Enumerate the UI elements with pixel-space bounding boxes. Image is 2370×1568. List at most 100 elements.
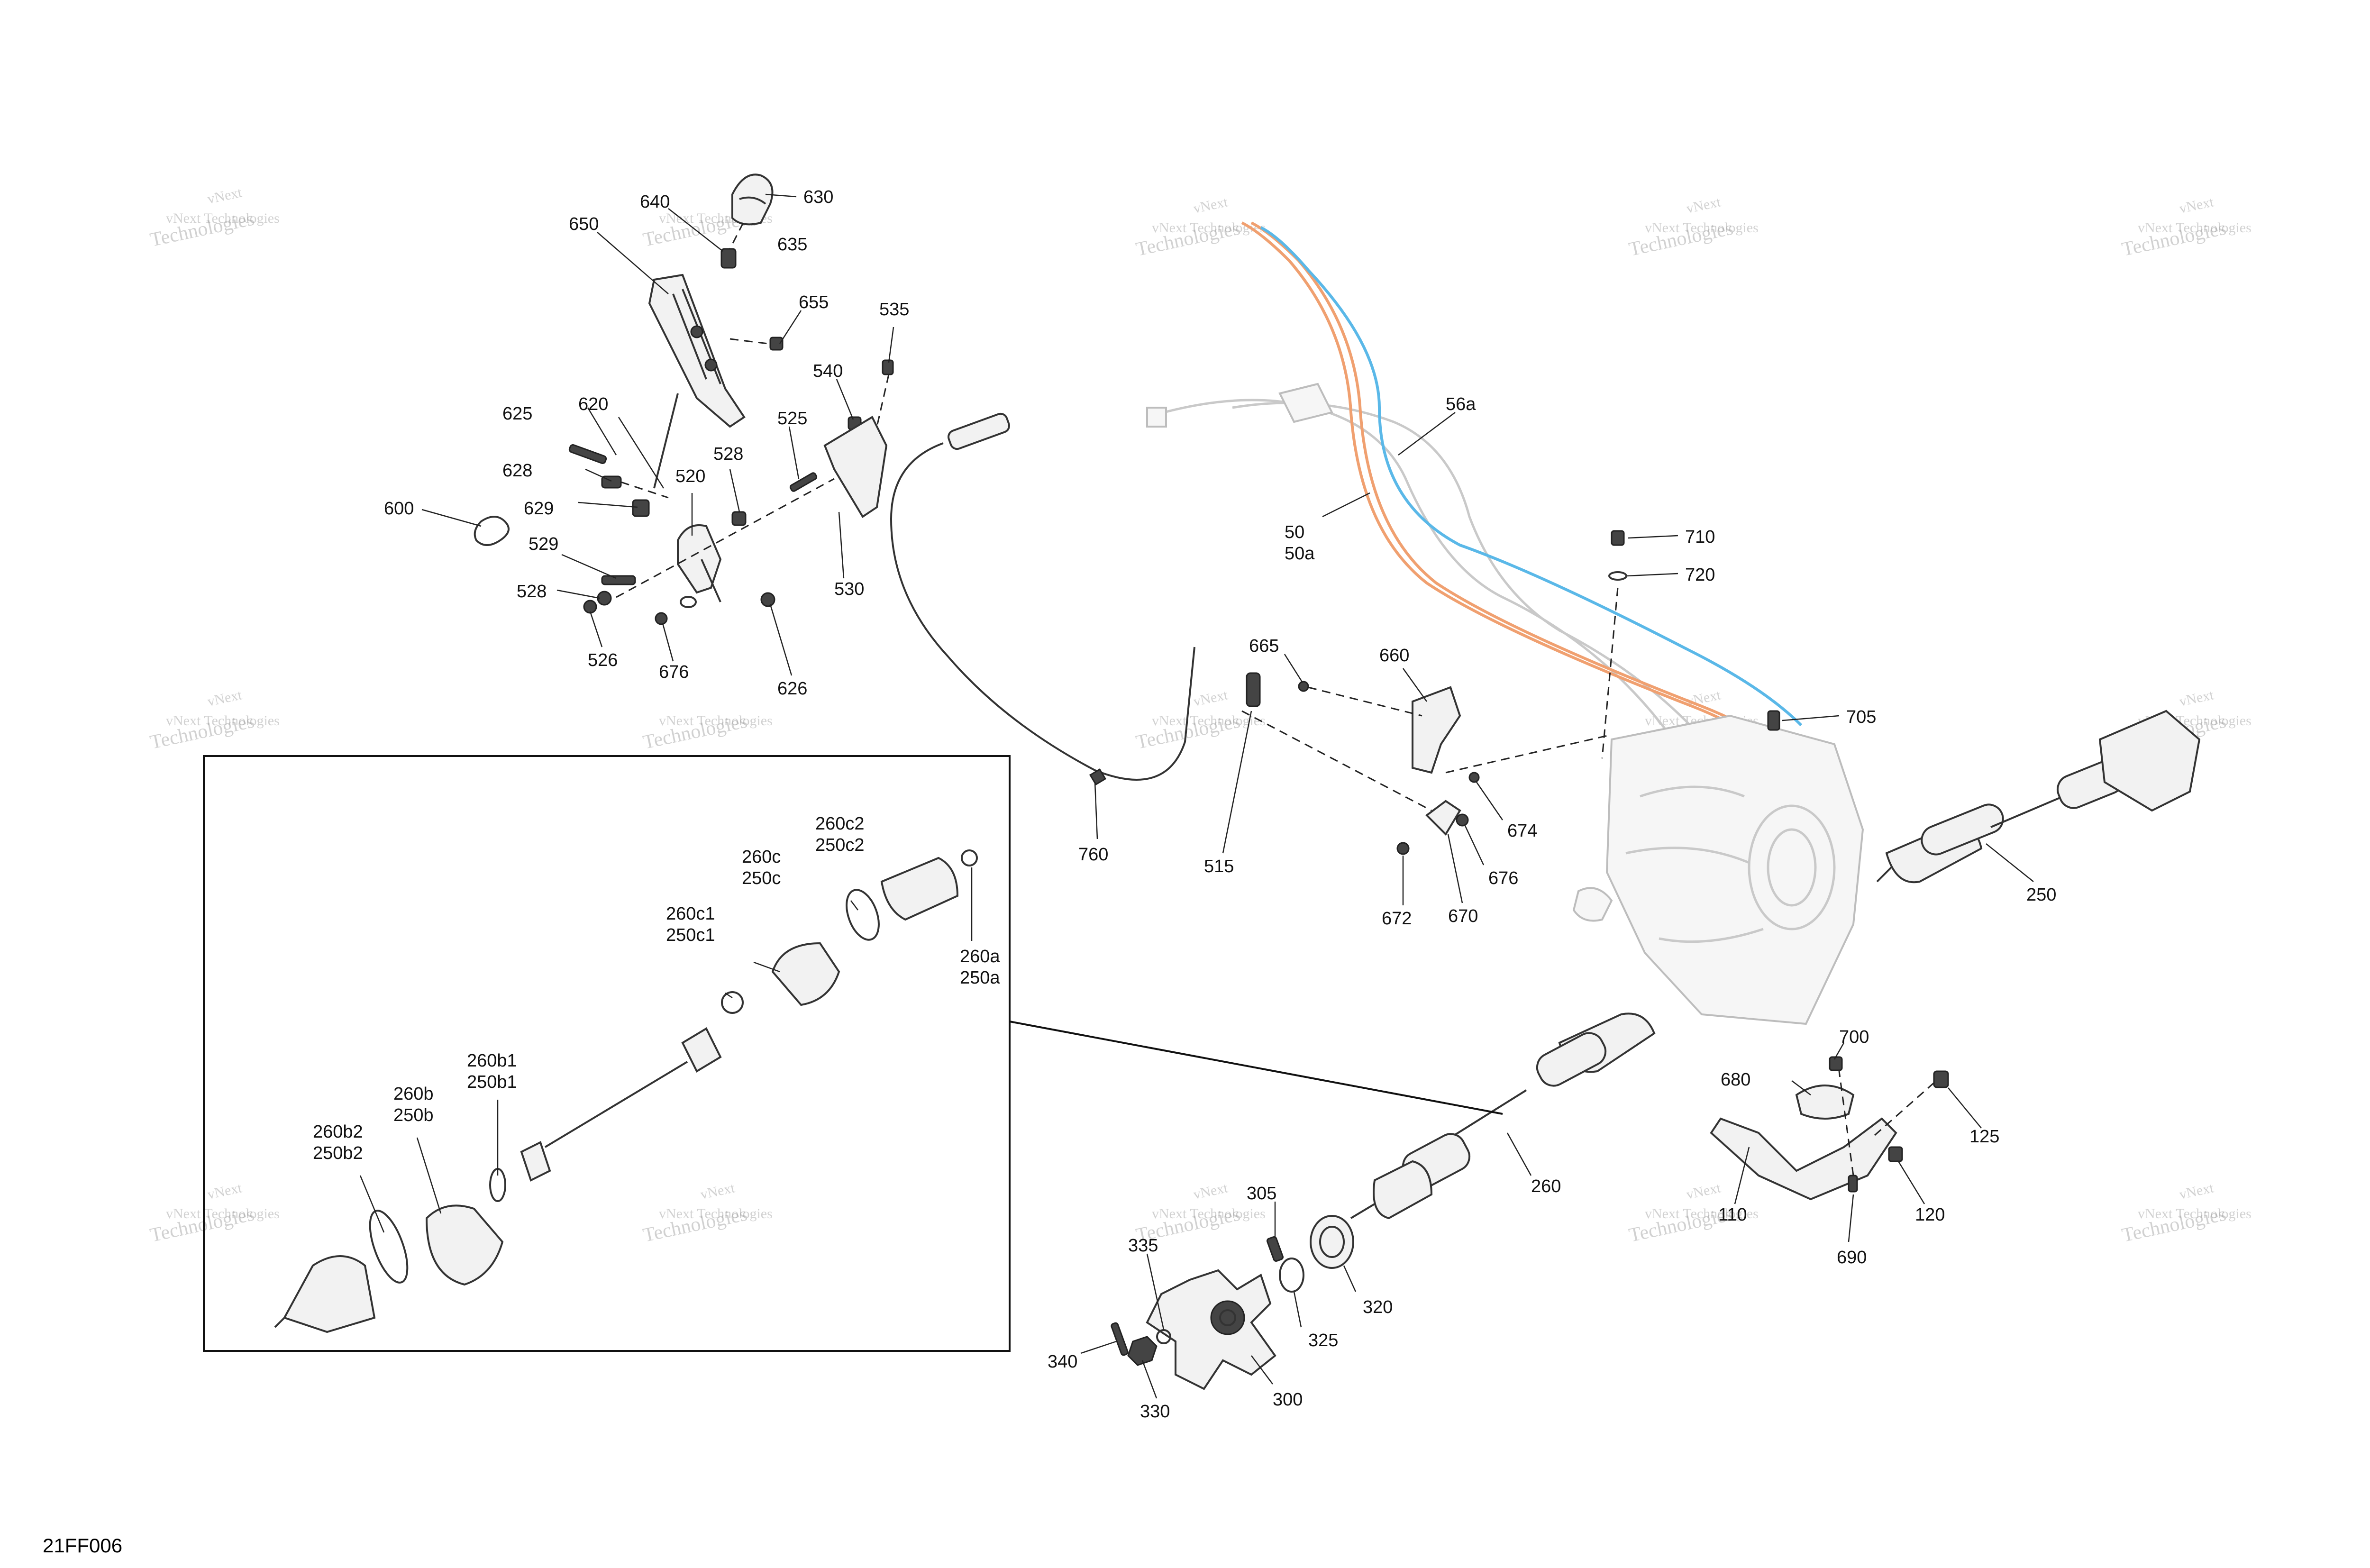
harness-orange <box>1241 221 1826 802</box>
shift-cable <box>890 412 1261 786</box>
shifter-housing <box>648 273 746 428</box>
circlip <box>1279 1258 1304 1293</box>
cv-joint-outer <box>1373 1160 1433 1220</box>
watermark-text: vNext <box>1192 687 1230 710</box>
hub-center <box>1210 1300 1245 1335</box>
mount-680 <box>1795 1085 1855 1120</box>
callout-625: 625 <box>502 404 532 424</box>
callout-760: 760 <box>1078 845 1108 865</box>
watermark-text: vNext <box>2178 194 2215 217</box>
washer <box>680 596 697 608</box>
callout-340: 340 <box>1048 1352 1077 1372</box>
shift-cable-line <box>890 442 1195 781</box>
callout-labels: 630 640 635 650 655 535 540 625 620 525 … <box>313 187 2056 1422</box>
watermark-text: vNext Technologies <box>2138 1206 2252 1222</box>
watermark-text: vNext Technologies <box>1152 1206 1266 1222</box>
callout-700: 700 <box>1839 1027 1869 1047</box>
wheel-hub <box>1146 1269 1276 1390</box>
watermark-text: vNext <box>1685 194 1723 217</box>
callout-250b1: 250b1 <box>467 1072 517 1092</box>
callout-515: 515 <box>1204 857 1234 876</box>
watermark-text: vNext Technologies <box>166 713 280 729</box>
callout-330: 330 <box>1140 1402 1170 1422</box>
callout-528: 528 <box>713 444 743 464</box>
callout-629: 629 <box>524 499 554 519</box>
assembly-line <box>616 478 835 598</box>
callout-520: 520 <box>675 466 705 486</box>
shaft <box>1449 1089 1527 1139</box>
inset-frame <box>203 755 1011 1352</box>
nut <box>1829 1056 1843 1071</box>
callout-50: 50 <box>1285 522 1304 542</box>
bolt <box>1767 710 1780 731</box>
callout-720: 720 <box>1685 565 1715 585</box>
callout-260b: 260b <box>393 1084 434 1104</box>
assembly-line <box>1838 1071 1854 1176</box>
callout-250b: 250b <box>393 1105 434 1125</box>
callout-650: 650 <box>569 214 599 234</box>
assembly-line <box>1241 710 1432 811</box>
watermark-text: vNext <box>1192 194 1230 217</box>
shaft <box>544 1061 688 1148</box>
cv-boot <box>1536 1032 1607 1087</box>
watermark-text: vNext <box>2178 1180 2215 1203</box>
shift-knob-detail <box>739 196 766 205</box>
wheel-hub-right <box>2098 710 2201 812</box>
callout-676: 676 <box>1488 868 1518 888</box>
watermark-text: vNext Technologies <box>166 1206 280 1222</box>
bolt <box>1933 1070 1949 1088</box>
watermark-text: vNext Technologies <box>1152 220 1266 236</box>
bolt <box>568 444 607 465</box>
watermark-text: vNext <box>206 687 244 710</box>
circlip <box>961 849 978 866</box>
nut <box>760 592 775 607</box>
housing-hole <box>704 358 718 372</box>
tripod-joint <box>520 1141 551 1182</box>
stud <box>1266 1236 1284 1262</box>
watermark-text: vNext Technologies <box>2138 220 2252 236</box>
inset-connector <box>1009 1021 1503 1115</box>
watermark: vNext vNext Technologies Technologies <box>148 687 280 754</box>
callout-600: 600 <box>384 499 414 519</box>
support-bracket <box>1710 1056 1949 1201</box>
bolt <box>1848 1175 1858 1193</box>
callout-655: 655 <box>799 292 829 312</box>
assembly-line <box>729 222 744 249</box>
washer <box>597 591 612 606</box>
assembly-line <box>1308 686 1422 717</box>
cable-end-fitting <box>948 412 1010 450</box>
callout-300: 300 <box>1273 1390 1303 1410</box>
cv-boot <box>425 1204 504 1286</box>
cv-boot <box>1921 803 2004 856</box>
callout-250: 250 <box>2026 885 2056 905</box>
assembly-line <box>1601 587 1619 759</box>
callout-260c: 260c <box>742 847 781 867</box>
bearing-bore <box>1319 1226 1345 1258</box>
watermark-text: vNext <box>206 1180 244 1203</box>
watermark: vNext vNext Technologies Technologies <box>641 1180 773 1247</box>
diagram-code: 21FF006 <box>43 1534 122 1557</box>
callout-705: 705 <box>1846 707 1876 727</box>
bracket-670 <box>1425 800 1461 836</box>
watermark: vNext vNext Technologies Technologies <box>1134 687 1266 754</box>
bracket-660 <box>1412 686 1461 774</box>
cv-joint-inner <box>880 857 959 921</box>
washer <box>1156 1329 1171 1344</box>
watermark-text: vNext Technologies <box>659 713 773 729</box>
callout-120: 120 <box>1915 1205 1945 1225</box>
callout-674: 674 <box>1507 821 1537 841</box>
screw <box>882 359 894 375</box>
retaining-clip <box>474 516 510 546</box>
callout-672: 672 <box>1382 909 1412 929</box>
watermark: vNext Technologies Technologies <box>641 710 773 753</box>
callout-540: 540 <box>813 361 843 381</box>
cotter-pin <box>1111 1322 1129 1356</box>
callout-260b2: 260b2 <box>313 1122 363 1142</box>
assembly-line <box>729 338 768 345</box>
nut <box>731 511 747 526</box>
assembly-line <box>876 374 890 427</box>
watermark-text: vNext <box>699 1180 737 1203</box>
callout-325: 325 <box>1308 1331 1338 1350</box>
watermark-text: vNext <box>206 184 244 207</box>
